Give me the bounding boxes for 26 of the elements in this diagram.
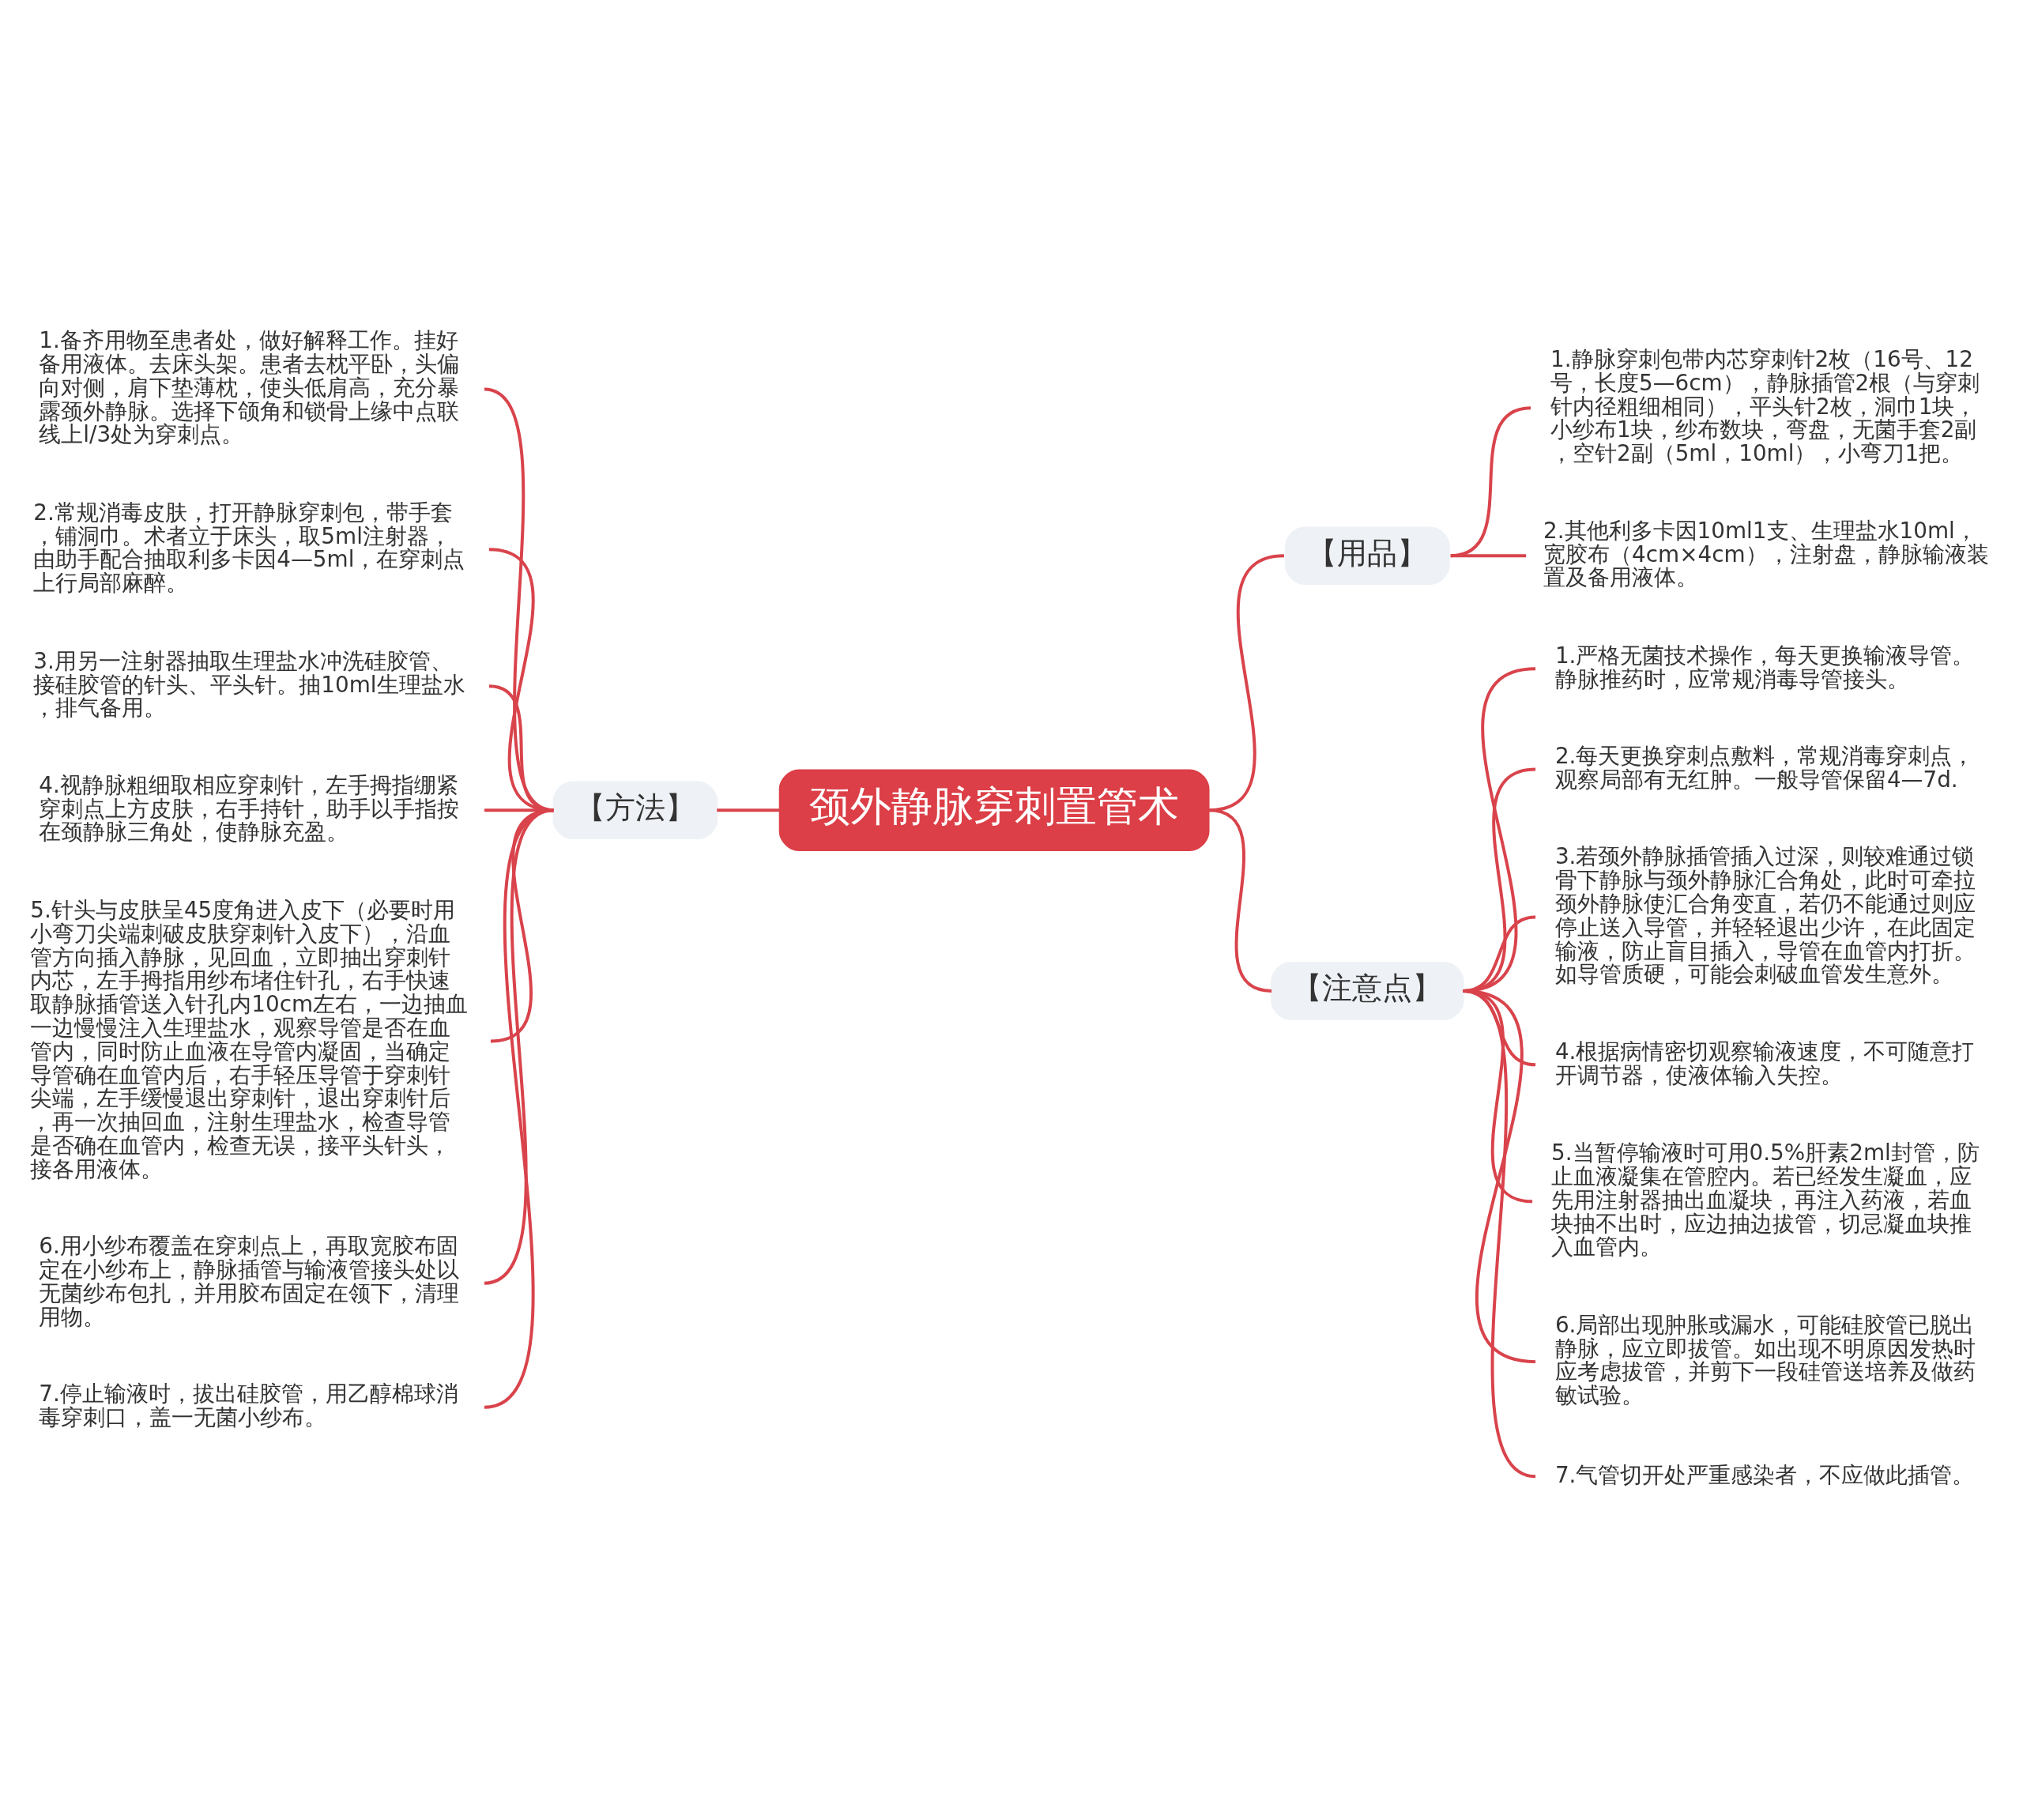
- node-box: 【用品】: [1284, 526, 1450, 585]
- node-text: 5.针头与皮肤呈45度角进入皮下（必要时用小弯刀尖端刺破皮肤穿刺针入皮下），沿血管方向插入静脉，见回血，立即抽出穿刺针内芯，左手拇指用纱布堵住针孔，右手快速取静脉插管送入针孔内10cm左右，一边抽血一边慢慢注入生理盐水，观察导管是否在血管内，同时防止血液在导管内凝固，当确定导管确在血管内后，右手轻压导管于穿刺针尖端，左手缓慢退出穿刺针，退出穿刺针后，再一次抽回血，注射生理盐水，检查导管是否确在血管内，检查无误，接平头针头，接各用液体。: [30, 896, 469, 1182]
- node-text: 3.若颈外静脉插管插入过深，则较难通过锁骨下静脉与颈外静脉汇合角处，此时可牵拉颈外静脉使汇合角变直，若仍不能通过则应停止送入导管，并轻轻退出少许，在此固定输液，防止盲目插入，导管在血管内打折。如导管质硬，可能会刺破血管发生意外。: [1554, 842, 1976, 987]
- node-text: 2.其他利多卡因10ml1支、生理盐水10ml，宽胶布（4cm×4cm），注射盘，静脉输液装置及备用液体。: [1543, 517, 1989, 590]
- node-text: 1.静脉穿刺包带内芯穿刺针2枚（16号、12号，长度5—6cm），静脉插管2根（与穿刺针内径粗细相同），平头针2枚，洞巾1块，小纱布1块，纱布数块，弯盘，无菌手套2副，空针2副（5ml，10ml），小弯刀1把。: [1550, 345, 1980, 466]
- node-text: 5.当暂停输液时可用0.5%肝素2ml封管，防止血液凝集在管腔内。若已经发生凝血，应先用注射器抽出血凝块，再注入药液，若血块抽不出时，应边抽边拔管，切忌凝血块推入血管内。: [1550, 1139, 1980, 1260]
- connector: [484, 808, 555, 1409]
- connector: [717, 808, 780, 812]
- connector: [1450, 405, 1531, 557]
- connector: [1208, 808, 1272, 993]
- node-text: 6.局部出现肿胀或漏水，可能硅胶管已脱出静脉，应立即拔管。如出现不明原因发热时应考虑拔管，并剪下一段硅管送培养及做药敏试验。: [1554, 1311, 1976, 1408]
- node-text: 3.用另一注射器抽取生理盐水冲洗硅胶管、接硅胶管的针头、平头针。抽10ml生理盐水，排气备用。: [33, 647, 465, 721]
- node-text: 2.每天更换穿刺点敷料，常规消毒穿刺点，观察局部有无红肿。一般导管保留4—7d.: [1554, 742, 1975, 793]
- node-text: 2.常规消毒皮肤，打开静脉穿刺包，带手套，铺洞巾。术者立于床头，取5ml注射器，由助手配合抽取利多卡因4—5ml，在穿刺点上行局部麻醉。: [33, 499, 465, 596]
- connector: [1450, 553, 1527, 557]
- node-text: 4.视静脉粗细取相应穿刺针，左手拇指绷紧穿刺点上方皮肤，右手持针，助手以手指按在颈静脉三角处，使静脉充盈。: [39, 771, 460, 845]
- node-text: 1.严格无菌技术操作，每天更换输液导管。静脉推药时，应常规消毒导管接头。: [1554, 642, 1975, 692]
- node-text: 7.停止输液时，拔出硅胶管，用乙醇棉球消毒穿刺口，盖一无菌小纱布。: [39, 1380, 458, 1430]
- node-box: 【方法】: [552, 780, 718, 839]
- node-text: 7.气管切开处严重感染者，不应做此插管。: [1554, 1461, 1975, 1488]
- node-text: 1.备齐用物至患者处，做好解释工作。挂好备用液体。去床头架。患者去枕平卧，头偏向对侧，肩下垫薄枕，使头低肩高，充分暴露颈外静脉。选择下颌角和锁骨上缘中点联线上l/3处为穿刺点。: [39, 326, 460, 447]
- node-text: 6.用小纱布覆盖在穿刺点上，再取宽胶布固定在小纱布上，静脉插管与输液管接头处以无菌纱布包扎，并用胶布固定在领下，清理用物。: [39, 1232, 460, 1330]
- node-box: 【注意点】: [1271, 961, 1464, 1020]
- node-text: 4.根据病情密切观察输液速度，不可随意打开调节器，使液体输入失控。: [1554, 1038, 1975, 1088]
- connector: [1462, 989, 1536, 1478]
- node-box: 颈外静脉穿刺置管术: [778, 769, 1210, 851]
